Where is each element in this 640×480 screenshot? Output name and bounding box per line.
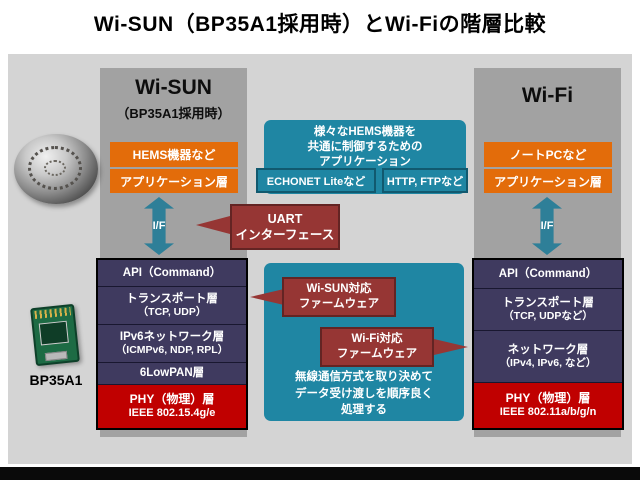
wireless-note: 無線通信方式を取り決めて データ受け渡しを順序良く 処理する (295, 371, 433, 417)
echonet-lite-box: ECHONET Liteなど (256, 168, 376, 193)
http-ftp-box: HTTP, FTPなど (382, 168, 468, 193)
module-inner-ring (44, 160, 66, 176)
wisun-column-subtitle: （BP35A1採用時） (116, 106, 231, 121)
bottom-bar (0, 467, 640, 480)
wisun-module-photo (14, 134, 98, 204)
wifi-firmware-tail (434, 339, 468, 355)
wifi-phy-layer: PHY（物理）層 IEEE 802.11a/b/g/n (474, 382, 622, 428)
hems-app-note-text: 様々なHEMS機器を 共通に制御するための アプリケーション (307, 126, 423, 168)
bp35a1-module-photo (30, 303, 80, 367)
wifi-app-layer-box: アプリケーション層 (484, 169, 612, 193)
wisun-if-label: I/F (152, 220, 166, 232)
wisun-app-layer-box: アプリケーション層 (110, 169, 238, 193)
wisun-firmware-callout: Wi-SUN対応 ファームウェア (282, 277, 396, 317)
wisun-stack: API（Command） トランスポート層 （TCP, UDP） IPv6ネット… (96, 258, 248, 430)
wifi-device-box: ノートPCなど (484, 142, 612, 167)
page-title: Wi-SUN（BP35A1採用時）とWi-Fiの階層比較 (93, 13, 547, 36)
wisun-ipv6-network-layer: IPv6ネットワーク層 （ICMPv6, NDP, RPL） (98, 324, 246, 362)
wifi-firmware-callout: Wi-Fi対応 ファームウェア (320, 327, 434, 367)
pcb-shield (38, 320, 69, 346)
bp35a1-label: BP35A1 (29, 372, 83, 388)
wifi-column-title: Wi-Fi (521, 84, 574, 107)
wisun-transport-layer: トランスポート層 （TCP, UDP） (98, 286, 246, 324)
wisun-firmware-tail (250, 289, 284, 305)
wifi-if-label: I/F (540, 220, 554, 232)
wisun-api-layer: API（Command） (98, 260, 246, 286)
uart-callout-tail (196, 216, 230, 234)
uart-callout: UART インターフェース (230, 204, 340, 250)
wifi-stack: API（Command） トランスポート層 （TCP, UDPなど） ネットワー… (472, 258, 624, 430)
wifi-api-layer: API（Command） (474, 260, 622, 288)
wisun-device-box: HEMS機器など (110, 142, 238, 167)
wisun-6lowpan-layer: 6LowPAN層 (98, 362, 246, 384)
wisun-column-title: Wi-SUN (135, 76, 212, 99)
wisun-phy-layer: PHY（物理）層 IEEE 802.15.4g/e (98, 384, 246, 428)
wifi-transport-layer: トランスポート層 （TCP, UDPなど） (474, 288, 622, 330)
wifi-network-layer: ネットワーク層 （IPv4, IPv6, など） (474, 330, 622, 382)
module-hole-ring (28, 146, 82, 190)
